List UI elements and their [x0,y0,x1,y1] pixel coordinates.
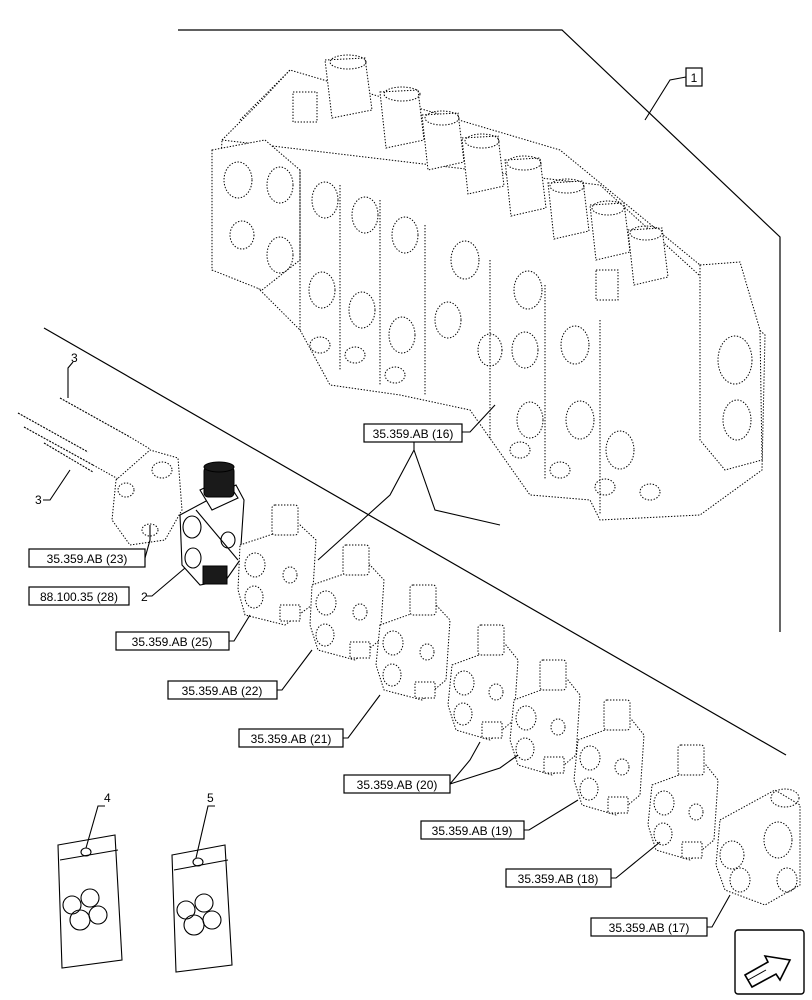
callout-item-3-bottom: 3 [35,493,42,507]
ref-label-17[interactable]: 35.359.AB (17) [590,917,708,937]
svg-text:1: 1 [691,71,698,85]
section-25-illustration [237,504,317,626]
seal-kit-4-illustration [57,834,123,969]
svg-text:35.359.AB (19): 35.359.AB (19) [432,824,513,838]
leader-lines [43,76,731,928]
section-22-illustration [309,544,385,661]
section-20b-illustration [509,659,581,776]
svg-text:35.359.AB (17): 35.359.AB (17) [609,921,690,935]
valve-section-item-2-illustration [179,461,245,586]
callout-item-3-top: 3 [71,351,78,365]
svg-text:35.359.AB (23): 35.359.AB (23) [47,552,128,566]
svg-text:35.359.AB (22): 35.359.AB (22) [182,684,263,698]
valve-sections-illustration [237,504,801,906]
section-19-illustration [573,699,645,816]
inlet-end-plate-illustration [111,449,183,546]
frame-lines [43,29,787,756]
svg-text:88.100.35 (28): 88.100.35 (28) [40,590,118,604]
ref-label-28[interactable]: 88.100.35 (28) [28,586,130,606]
section-18-illustration [647,744,719,861]
ref-label-20[interactable]: 35.359.AB (20) [343,774,451,794]
ref-label-21[interactable]: 35.359.AB (21) [238,728,344,748]
next-page-arrow-icon[interactable] [734,929,805,995]
svg-text:35.359.AB (20): 35.359.AB (20) [357,778,438,792]
callout-item-2: 2 [141,590,148,604]
svg-text:35.359.AB (21): 35.359.AB (21) [251,732,332,746]
seal-kit-5-illustration [171,844,233,973]
ref-label-23[interactable]: 35.359.AB (23) [28,548,146,568]
ref-label-19[interactable]: 35.359.AB (19) [420,820,525,840]
tie-rods-illustration [17,397,151,481]
section-21-illustration [375,584,451,701]
valve-assembly-illustration [211,54,766,521]
ref-label-22[interactable]: 35.359.AB (22) [167,680,278,700]
svg-text:35.359.AB (25): 35.359.AB (25) [132,635,213,649]
svg-text:35.359.AB (16): 35.359.AB (16) [373,427,454,441]
callout-item-5: 5 [207,791,214,805]
section-17-outlet-illustration [715,788,801,906]
callout-item-1: 1 [685,67,703,87]
ref-label-16[interactable]: 35.359.AB (16) [363,423,463,443]
svg-text:35.359.AB (18): 35.359.AB (18) [518,872,599,886]
ref-label-25[interactable]: 35.359.AB (25) [115,631,230,651]
callout-item-4: 4 [104,791,111,805]
section-20a-illustration [447,624,519,741]
ref-label-18[interactable]: 35.359.AB (18) [505,868,612,888]
